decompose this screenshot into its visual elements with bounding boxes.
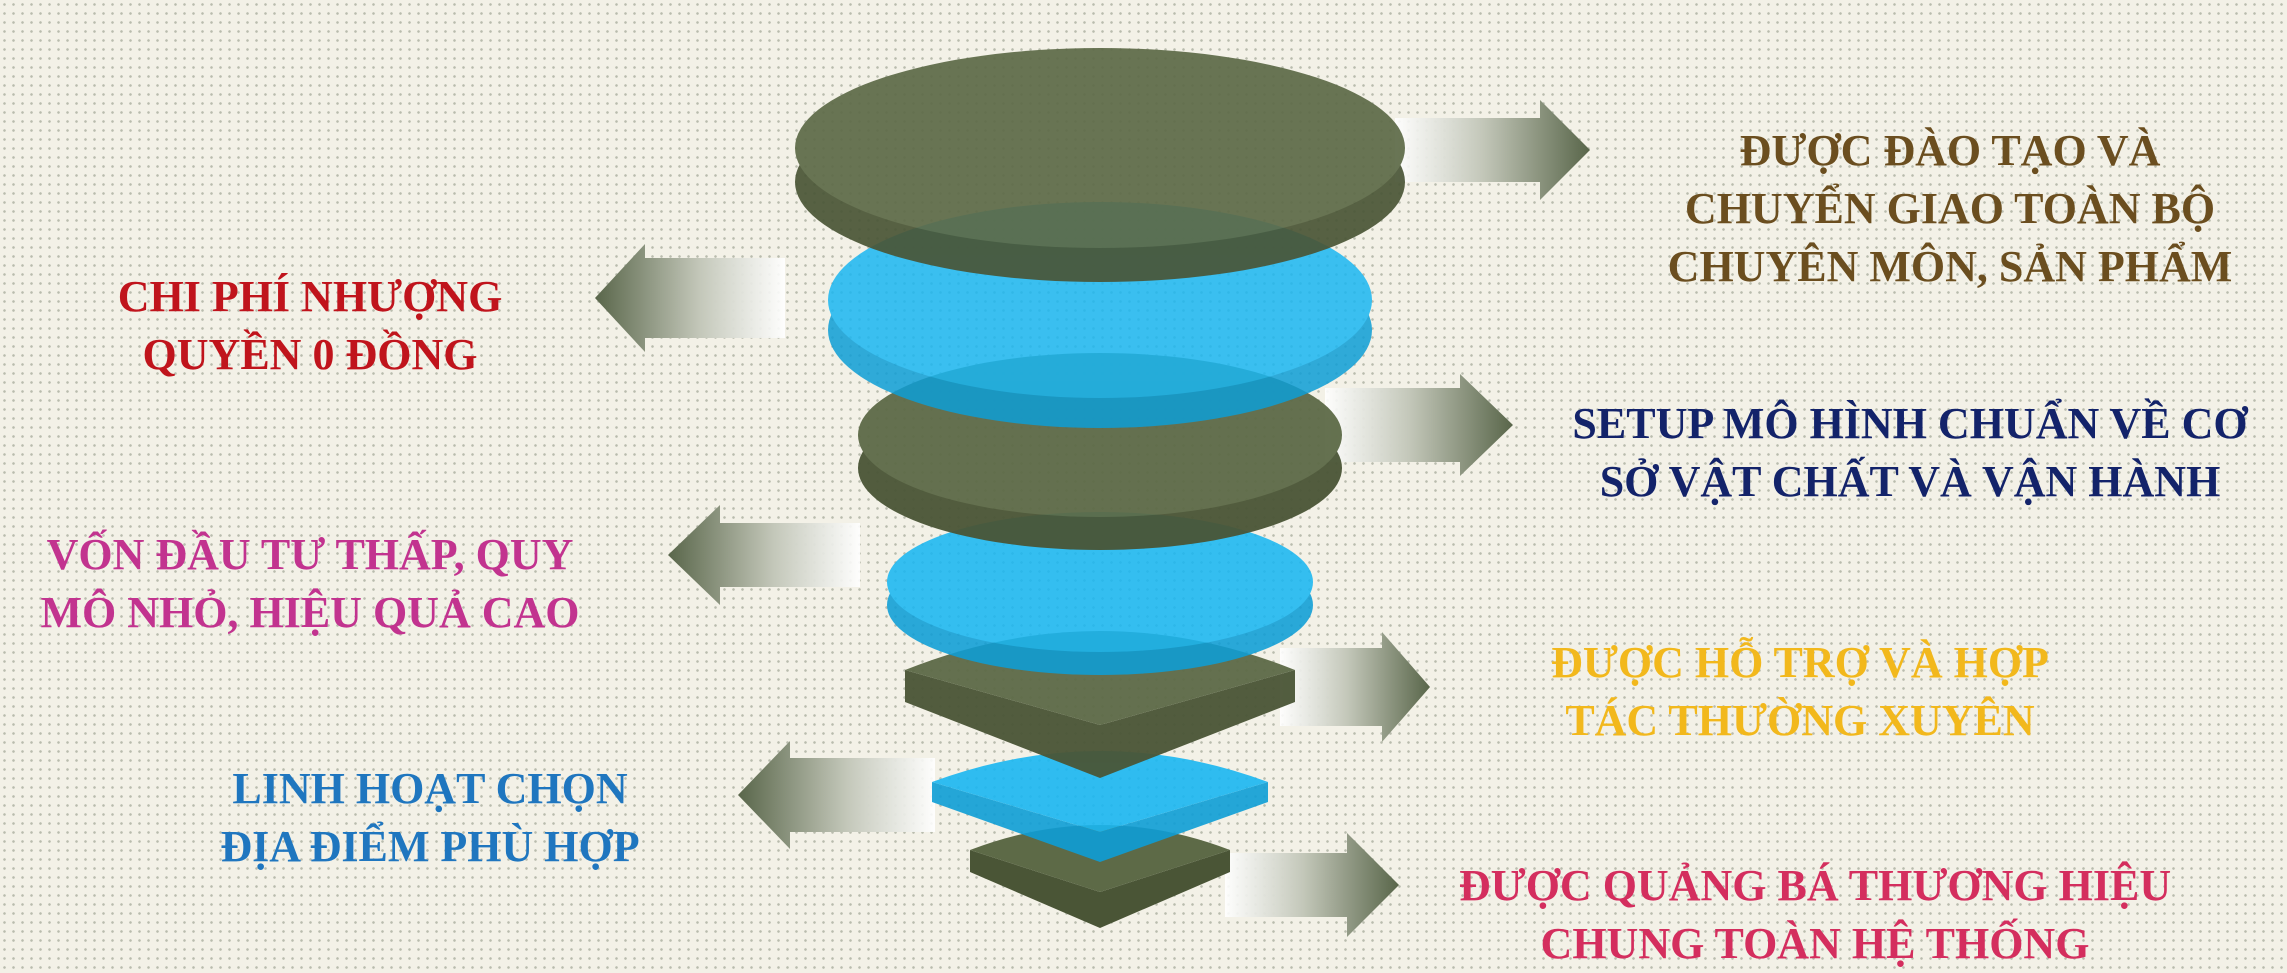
arrows: [595, 100, 1590, 937]
right-arrow-icon: [1395, 100, 1590, 200]
benefit-line: SỞ VẬT CHẤT VÀ VẬN HÀNH: [1599, 457, 2221, 506]
benefit-line: ĐƯỢC ĐÀO TẠO VÀ: [1739, 126, 2161, 175]
benefit-line: LINH HOẠT CHỌN: [232, 764, 628, 813]
benefit-line: CHUYỂN GIAO TOÀN BỘ: [1684, 184, 2216, 233]
benefit-label-low-investment: VỐN ĐẦU TƯ THẤP, QUY MÔ NHỎ, HIỆU QUẢ CA…: [0, 526, 620, 642]
benefit-line: ĐỊA ĐIỂM PHÙ HỢP: [220, 822, 640, 871]
left-arrow-icon: [738, 741, 935, 849]
benefit-label-setup: SETUP MÔ HÌNH CHUẨN VỀ CƠ SỞ VẬT CHẤT VÀ…: [1535, 395, 2285, 511]
benefit-line: ĐƯỢC HỖ TRỢ VÀ HỢP: [1551, 638, 2049, 687]
left-arrow-icon: [668, 505, 860, 605]
right-arrow-icon: [1225, 833, 1399, 937]
funnel-disc: [887, 512, 1313, 675]
benefit-label-branding: ĐƯỢC QUẢNG BÁ THƯƠNG HIỆU CHUNG TOÀN HỆ …: [1415, 857, 2215, 973]
benefit-line: VỐN ĐẦU TƯ THẤP, QUY: [46, 530, 574, 579]
right-arrow-icon: [1325, 374, 1513, 476]
benefit-line: TÁC THƯỜNG XUYÊN: [1565, 696, 2035, 745]
benefit-line: CHUNG TOÀN HỆ THỐNG: [1540, 919, 2090, 968]
benefit-label-training: ĐƯỢC ĐÀO TẠO VÀ CHUYỂN GIAO TOÀN BỘ CHUY…: [1620, 122, 2280, 296]
benefit-line: ĐƯỢC QUẢNG BÁ THƯƠNG HIỆU: [1458, 861, 2172, 910]
benefit-line: QUYỀN 0 ĐỒNG: [142, 330, 478, 379]
benefit-line: MÔ NHỎ, HIỆU QUẢ CAO: [40, 588, 580, 637]
funnel-discs: [795, 48, 1405, 928]
funnel-disc: [795, 48, 1405, 282]
benefit-label-location: LINH HOẠT CHỌN ĐỊA ĐIỂM PHÙ HỢP: [160, 760, 700, 876]
benefit-label-franchise-fee: CHI PHÍ NHƯỢNG QUYỀN 0 ĐỒNG: [60, 268, 560, 384]
benefit-line: CHUYÊN MÔN, SẢN PHẨM: [1667, 242, 2233, 291]
right-arrow-icon: [1280, 632, 1430, 742]
benefit-line: SETUP MÔ HÌNH CHUẨN VỀ CƠ: [1572, 399, 2248, 448]
left-arrow-icon: [595, 244, 785, 352]
funnel-disc: [932, 751, 1268, 862]
benefit-line: CHI PHÍ NHƯỢNG: [117, 272, 503, 321]
benefit-label-support: ĐƯỢC HỖ TRỢ VÀ HỢP TÁC THƯỜNG XUYÊN: [1440, 634, 2160, 750]
